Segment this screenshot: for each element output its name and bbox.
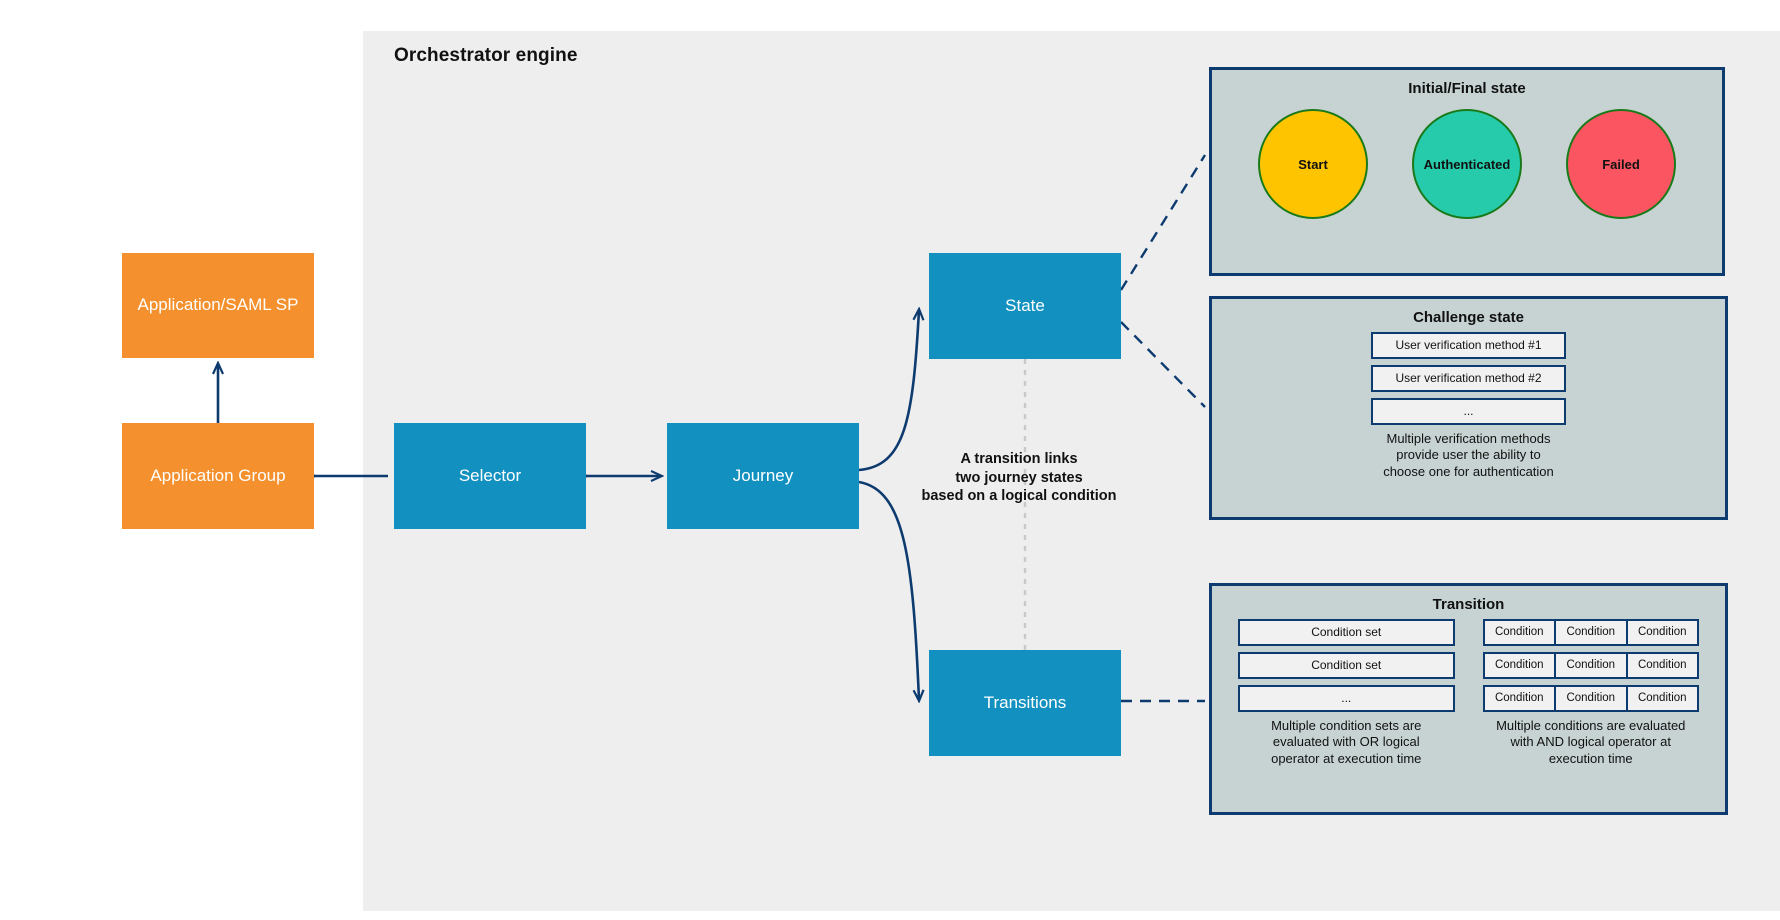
condition-set-column: Condition set Condition set ... Multiple… — [1238, 619, 1455, 767]
challenge-note: Multiple verification methods provide us… — [1212, 431, 1725, 480]
state-circle-start[interactable]: Start — [1258, 109, 1368, 219]
wire-state-to-initial-panel — [1119, 154, 1207, 291]
table-row: Condition Condition Condition — [1482, 685, 1699, 712]
list-item[interactable]: ... — [1238, 685, 1455, 712]
note-line-3: operator at execution time — [1271, 750, 1422, 766]
node-selector[interactable]: Selector — [394, 423, 586, 529]
list-item[interactable]: User verification method #2 — [1371, 365, 1566, 392]
note-line-2: provide user the ability to — [1396, 447, 1541, 463]
condition-set-note: Multiple condition sets are evaluated wi… — [1238, 718, 1455, 767]
panel-title: Transition — [1432, 596, 1505, 613]
node-application-group[interactable]: Application Group — [122, 423, 314, 529]
node-label: Transitions — [983, 692, 1067, 712]
panel-title: Challenge state — [1413, 309, 1524, 326]
annotation-line-2: two journey states — [955, 469, 1083, 486]
state-circle-failed[interactable]: Failed — [1566, 109, 1676, 219]
note-line-1: Multiple verification methods — [1386, 431, 1551, 446]
table-row: Condition Condition Condition — [1482, 652, 1699, 679]
panel-title: Initial/Final state — [1408, 80, 1526, 97]
panel-initial-final-state: Initial/Final state Start Authenticated … — [1209, 67, 1725, 276]
note-line-2: with AND logical operator at — [1510, 734, 1671, 750]
node-label: Selector — [458, 465, 522, 485]
condition-cell[interactable]: Condition — [1625, 652, 1699, 679]
condition-cell[interactable]: Condition — [1482, 652, 1556, 679]
verification-method-list: User verification method #1 User verific… — [1371, 332, 1566, 425]
condition-grid-column: Condition Condition Condition Condition … — [1482, 619, 1700, 767]
wire-journey-to-transitions — [858, 480, 919, 700]
note-line-3: choose one for authentication — [1383, 463, 1554, 479]
list-item[interactable]: Condition set — [1238, 652, 1455, 679]
note-line-3: execution time — [1548, 750, 1633, 766]
note-line-2: evaluated with OR logical — [1272, 734, 1420, 750]
note-line-1: Multiple condition sets are — [1271, 718, 1422, 733]
transition-columns: Condition set Condition set ... Multiple… — [1212, 619, 1725, 767]
list-item[interactable]: User verification method #1 — [1371, 332, 1566, 359]
node-journey[interactable]: Journey — [667, 423, 859, 529]
page-title: Orchestrator engine — [394, 45, 578, 66]
state-circle-row: Start Authenticated Failed — [1212, 109, 1722, 219]
circle-label: Start — [1298, 156, 1328, 172]
condition-cell[interactable]: Condition — [1554, 685, 1628, 712]
node-label: Journey — [732, 465, 794, 485]
transition-annotation: A transition links two journey states ba… — [904, 450, 1134, 506]
wire-journey-to-state — [858, 310, 919, 472]
node-label: State — [1005, 295, 1045, 315]
circle-label: Failed — [1602, 156, 1640, 172]
annotation-line-1: A transition links — [960, 451, 1078, 467]
panel-transition: Transition Condition set Condition set .… — [1209, 583, 1728, 815]
node-label: Application/SAML SP — [137, 295, 299, 315]
condition-cell[interactable]: Condition — [1625, 619, 1699, 646]
condition-grid-note: Multiple conditions are evaluated with A… — [1483, 718, 1700, 767]
node-application-saml-sp[interactable]: Application/SAML SP — [122, 253, 314, 358]
list-item[interactable]: Condition set — [1238, 619, 1455, 646]
condition-cell[interactable]: Condition — [1554, 652, 1628, 679]
annotation-line-3: based on a logical condition — [921, 488, 1117, 505]
note-line-1: Multiple conditions are evaluated — [1496, 718, 1686, 733]
state-circle-authenticated[interactable]: Authenticated — [1412, 109, 1522, 219]
condition-cell[interactable]: Condition — [1625, 685, 1699, 712]
wire-state-to-challenge-panel — [1120, 321, 1206, 408]
condition-cell[interactable]: Condition — [1554, 619, 1628, 646]
table-row: Condition Condition Condition — [1482, 619, 1699, 646]
node-label: Application Group — [150, 465, 286, 485]
node-state[interactable]: State — [929, 253, 1121, 359]
circle-label: Authenticated — [1423, 156, 1511, 172]
panel-challenge-state: Challenge state User verification method… — [1209, 296, 1728, 520]
list-item[interactable]: ... — [1371, 398, 1566, 425]
node-transitions[interactable]: Transitions — [929, 650, 1121, 756]
condition-cell[interactable]: Condition — [1482, 685, 1556, 712]
condition-cell[interactable]: Condition — [1482, 619, 1556, 646]
